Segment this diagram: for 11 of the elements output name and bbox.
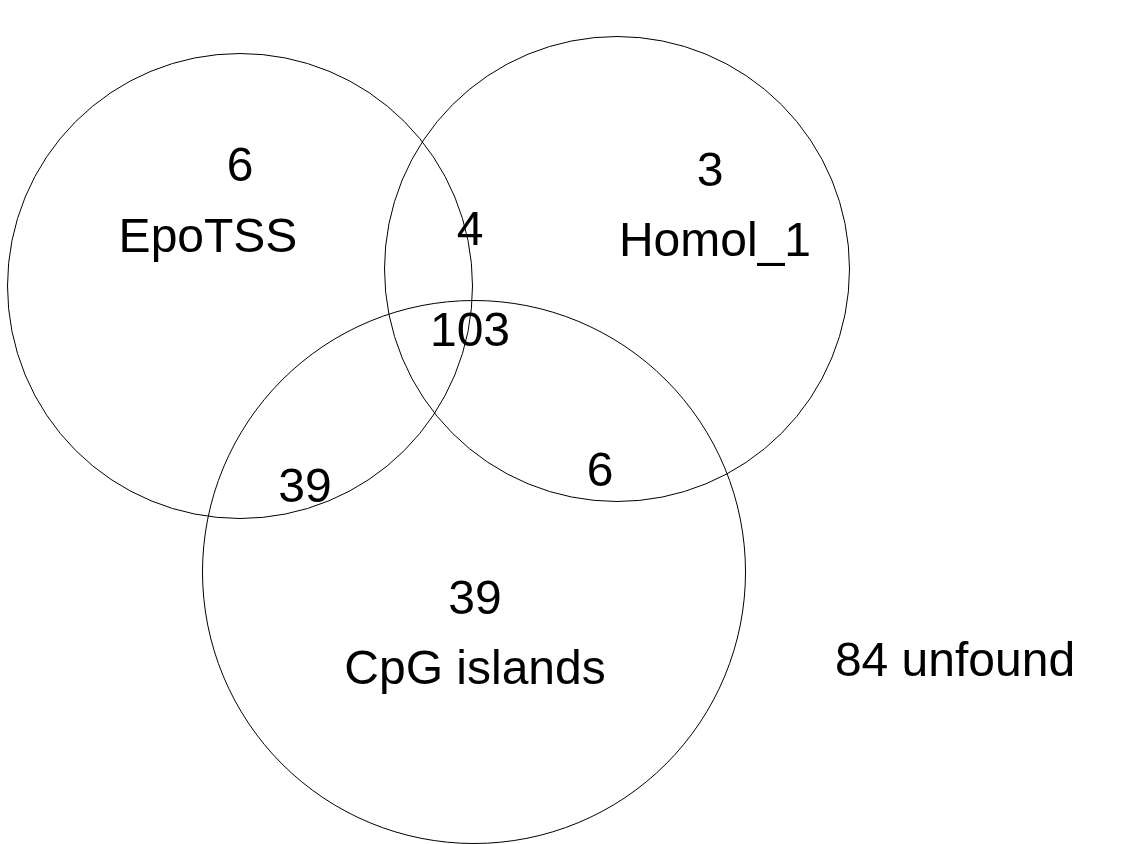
count-label: 6 (586, 446, 614, 494)
count-label: 103 (429, 306, 511, 354)
count-label: 39 (448, 574, 502, 622)
count-label: 4 (456, 205, 484, 253)
count-label: 6 (226, 141, 254, 189)
set-label: Homol_1 (618, 216, 812, 264)
count-label: 3 (696, 146, 724, 194)
count-label: 39 (278, 462, 332, 510)
note-label: 84 unfound (834, 636, 1076, 684)
set-label: EpoTSS (118, 212, 298, 260)
set-label: CpG islands (344, 644, 606, 692)
